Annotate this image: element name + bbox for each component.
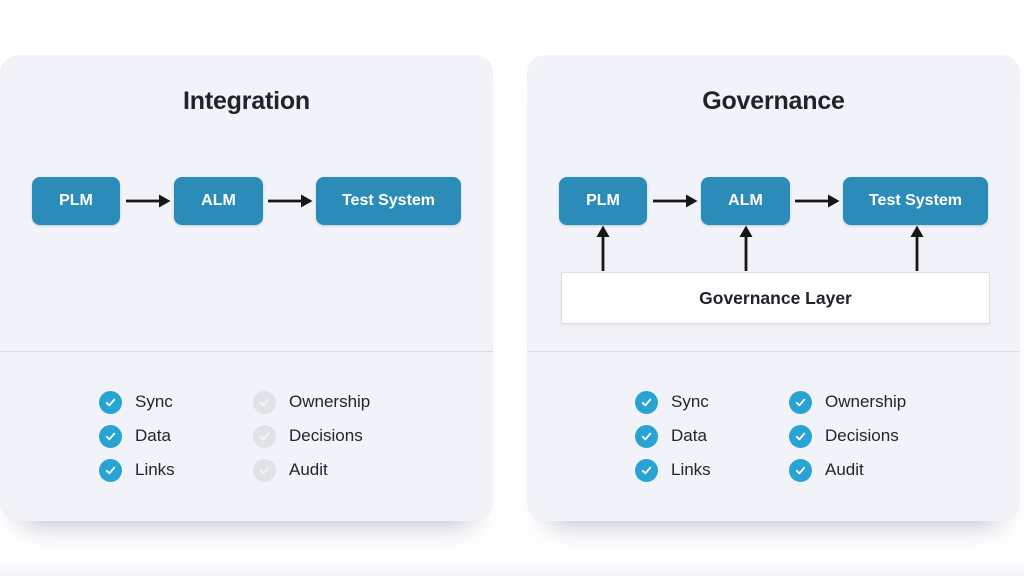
check-icon [635, 424, 658, 448]
checklist-label: Audit [825, 460, 864, 479]
section-divider [0, 351, 493, 352]
check-icon [789, 458, 812, 482]
checklist-item: Ownership [253, 385, 370, 419]
plm-node: PLM [559, 177, 647, 225]
card-title: Governance [702, 87, 845, 115]
checklist-label: Sync [671, 392, 709, 411]
alm-node: ALM [174, 177, 263, 225]
checklist-label: Ownership [825, 392, 907, 411]
checklist-item: Links [635, 453, 789, 487]
checklist-item: Data [99, 419, 253, 453]
alm-node: ALM [701, 177, 790, 225]
checklist-label: Decisions [289, 426, 363, 445]
plm-node: PLM [32, 177, 120, 225]
arrow-right-icon [795, 194, 840, 208]
arrow-right-icon [653, 194, 698, 208]
checklist-label: Links [135, 460, 175, 479]
checklist-item: Sync [99, 385, 253, 419]
checklist-item: Decisions [789, 419, 906, 453]
check-icon [99, 458, 122, 482]
arrow-right-icon [268, 194, 313, 208]
section-divider [527, 351, 1020, 352]
checklist-item: Audit [253, 453, 370, 487]
checklist-label: Audit [289, 460, 328, 479]
checklist-label: Data [135, 426, 171, 445]
bottom-shadow [0, 560, 1024, 576]
check-icon [789, 390, 812, 414]
checklist-label: Ownership [289, 392, 371, 411]
arrow-up-icon [910, 225, 924, 271]
checklist-label: Sync [135, 392, 173, 411]
test-system-node: Test System [843, 177, 988, 225]
arrow-up-icon [596, 225, 610, 271]
checklist-label: Decisions [825, 426, 899, 445]
governance-checklist: Sync Data Links Ownership [635, 385, 906, 487]
check-icon [253, 390, 276, 414]
check-icon [635, 390, 658, 414]
check-icon [253, 458, 276, 482]
check-icon [99, 390, 122, 414]
checklist-item: Ownership [789, 385, 906, 419]
checklist-item: Decisions [253, 419, 370, 453]
governance-layer-box: Governance Layer [561, 272, 990, 324]
governance-card: Governance PLM ALM Test System Governanc… [527, 55, 1020, 521]
checklist-label: Links [671, 460, 711, 479]
arrow-up-icon [739, 225, 753, 271]
checklist-item: Links [99, 453, 253, 487]
checklist-item: Sync [635, 385, 789, 419]
check-icon [789, 424, 812, 448]
test-system-node: Test System [316, 177, 461, 225]
checklist-item: Audit [789, 453, 906, 487]
integration-checklist: Sync Data Links Ownership [99, 385, 370, 487]
checklist-item: Data [635, 419, 789, 453]
check-icon [253, 424, 276, 448]
arrow-right-icon [126, 194, 171, 208]
card-title: Integration [183, 87, 310, 115]
check-icon [99, 424, 122, 448]
checklist-label: Data [671, 426, 707, 445]
check-icon [635, 458, 658, 482]
integration-card: Integration PLM ALM Test System Sync [0, 55, 493, 521]
